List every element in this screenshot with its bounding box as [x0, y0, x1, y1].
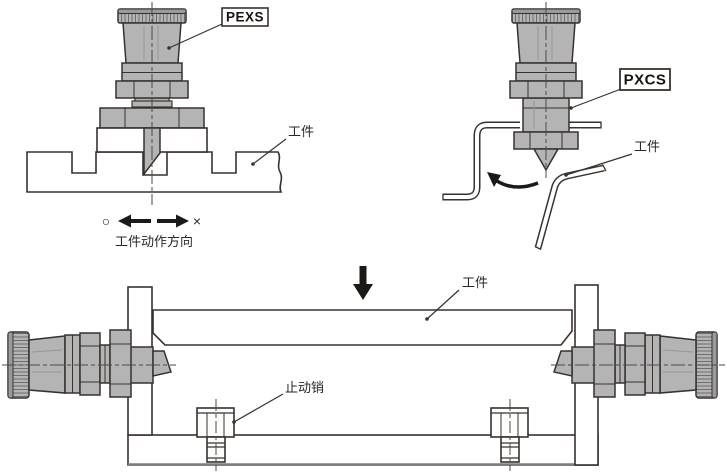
- pexs-model-label: PEXS: [226, 10, 264, 25]
- workpiece-label: 工件: [462, 275, 488, 290]
- direction-indicator: ○ × 工件动作方向: [102, 213, 201, 249]
- left-plunger: [2, 329, 176, 399]
- pxcs-model-label: PXCS: [624, 72, 667, 89]
- stop-pin-right: [490, 399, 529, 471]
- notched-workpiece-plate: [26, 151, 283, 193]
- stop-pin-label: 止动销: [232, 380, 324, 424]
- pxcs-workpiece-label: 工件: [564, 139, 660, 177]
- pxcs-diagram: PXCS 工件: [442, 2, 671, 251]
- pexs-label: PEXS: [167, 7, 269, 50]
- workpiece-label: 工件: [634, 139, 660, 154]
- allowed-direction-symbol: ○: [102, 213, 110, 229]
- workpiece-label: 工件: [288, 124, 314, 139]
- blocked-direction-symbol: ×: [193, 213, 201, 229]
- swing-arrow-icon: [487, 172, 539, 189]
- mounting-bracket: [442, 121, 602, 201]
- right-arrow-icon: [176, 214, 189, 228]
- stop-pin-label-text: 止动销: [285, 380, 324, 395]
- pxcs-label: PXCS: [569, 68, 671, 110]
- right-plunger: [551, 329, 725, 399]
- assembly-workpiece-label: 工件: [425, 275, 488, 321]
- base-plate: [127, 434, 599, 466]
- left-arrow-icon: [118, 214, 131, 228]
- assembly-diagram: 工件 止动销: [2, 266, 725, 471]
- workpiece-bar: [152, 309, 573, 346]
- down-arrow-icon: [353, 266, 373, 300]
- direction-caption: 工件动作方向: [115, 234, 193, 249]
- stop-pin-left: [196, 399, 235, 471]
- pexs-diagram: PEXS 工件 ○ × 工件动作方向: [26, 2, 314, 249]
- pexs-workpiece-label: 工件: [251, 124, 314, 166]
